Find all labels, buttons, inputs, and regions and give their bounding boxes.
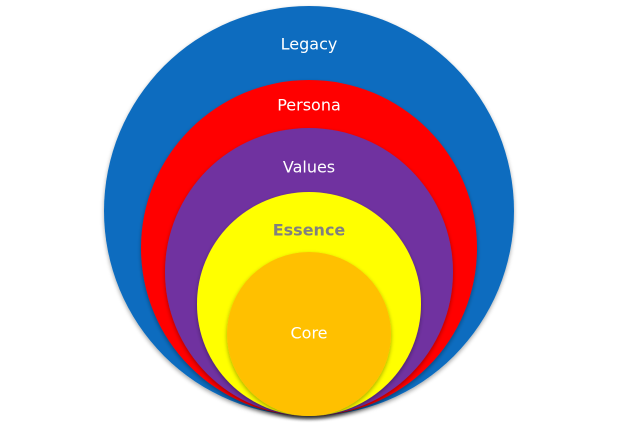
ring-core-circle	[227, 252, 391, 416]
ring-essence-label: Essence	[273, 221, 346, 240]
ring-values-label: Values	[283, 158, 335, 177]
ring-persona-label: Persona	[277, 96, 341, 115]
ring-legacy-label: Legacy	[281, 35, 338, 54]
ring-core: Core	[227, 252, 391, 416]
ring-core-label: Core	[290, 324, 327, 343]
